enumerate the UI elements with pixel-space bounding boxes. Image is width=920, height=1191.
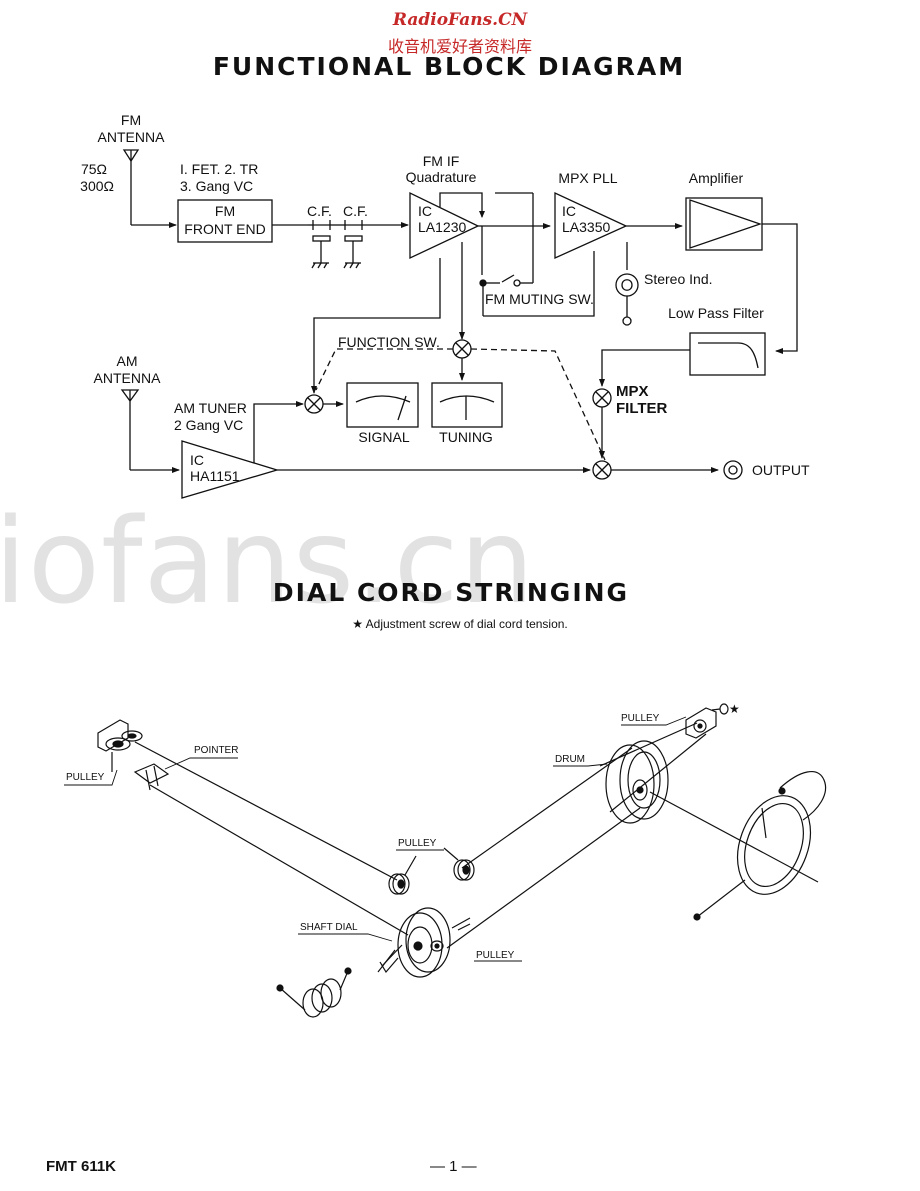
signal-mixer-icon [304, 394, 324, 414]
label-shaft-dial: SHAFT DIAL [300, 922, 358, 933]
quadrature-label: Quadrature [406, 169, 477, 185]
cf-label-1: C.F. [307, 203, 332, 219]
footer-page-number: — 1 — [430, 1158, 477, 1175]
footer-model: FMT 611K [46, 1158, 117, 1175]
drum-icon [605, 740, 669, 824]
low-pass-filter-label: Low Pass Filter [668, 305, 764, 321]
front-end-label-1: FM [215, 203, 235, 219]
ic-la1230-triangle [409, 191, 480, 260]
leader-shaft-dial [298, 933, 393, 942]
amplifier-label: Amplifier [689, 170, 744, 186]
fm-front-end-box [177, 199, 273, 243]
shaft-dial-icon [377, 907, 471, 978]
middle-pulley-right-icon [443, 847, 475, 881]
am-tuner-label-2: 2 Gang VC [174, 417, 243, 433]
mpx-filter-label-1: MPX [616, 383, 649, 400]
amplifier-box [685, 197, 763, 251]
watermark-site-cn: 收音机爱好者资料库 [387, 37, 532, 56]
dial-shaft-line [649, 791, 819, 883]
top-right-pulley-icon [685, 707, 717, 739]
stereo-ind-label: Stereo Ind. [644, 271, 713, 287]
left-pulley-assembly-icon [97, 719, 143, 772]
signal-meter-label: SIGNAL [358, 429, 410, 445]
label-pulley-bottom: PULLEY [476, 950, 515, 961]
middle-pulley-left-icon [388, 855, 417, 895]
dial-cord [149, 784, 409, 936]
dial-cord [461, 747, 633, 869]
dial-scale-icon [693, 771, 827, 921]
leader-pulley-top [621, 716, 687, 726]
ha1151-ic-label: IC [190, 452, 204, 468]
leader-drum [553, 763, 608, 767]
ha1151-part-label: HA1151 [190, 468, 240, 484]
low-pass-filter-box [689, 332, 766, 376]
la1230-part-label: LA1230 [418, 219, 466, 235]
function-sw-label: FUNCTION SW. [338, 334, 440, 350]
mpx-pll-label: MPX PLL [558, 170, 617, 186]
fm-muting-switch-icon [479, 192, 534, 316]
front-end-spec-1: I. FET. 2. TR [180, 161, 258, 177]
label-star: ★ [729, 702, 740, 716]
dial-cord [134, 741, 398, 881]
am-antenna-label-2: ANTENNA [94, 370, 162, 386]
output-mixer-icon [592, 460, 612, 480]
tuning-meter-icon [431, 382, 503, 428]
fm-antenna-label-2: ANTENNA [98, 129, 166, 145]
background-watermark: iofans.cn [0, 492, 536, 630]
fm-if-label: FM IF [423, 153, 460, 169]
dial-cord [599, 722, 698, 767]
block-diagram-title: FUNCTIONAL BLOCK DIAGRAM [212, 52, 686, 81]
tuning-meter-label: TUNING [439, 429, 493, 445]
ic-la3350-triangle [554, 191, 628, 260]
stereo-indicator-lamp-icon [615, 242, 639, 326]
dial-cord [609, 733, 707, 813]
front-end-label-2: FRONT END [184, 221, 265, 237]
dial-cord-note: ★ Adjustment screw of dial cord tension. [352, 617, 568, 631]
fm-antenna-label-1: FM [121, 112, 141, 128]
ceramic-filter-icon [308, 220, 331, 269]
fm-impedance-300: 300Ω [80, 178, 114, 194]
fm-impedance-75: 75Ω [81, 161, 107, 177]
label-pulley-left: PULLEY [66, 772, 105, 783]
la1230-ic-label: IC [418, 203, 432, 219]
ceramic-filter-icon [330, 220, 363, 269]
pointer-icon [133, 763, 170, 791]
tension-spring-icon [276, 967, 352, 1018]
cf-label-2: C.F. [343, 203, 368, 219]
dial-cord [446, 807, 641, 949]
leader-pulley-left [64, 769, 118, 786]
front-end-spec-2: 3. Gang VC [180, 178, 253, 194]
label-drum: DRUM [555, 754, 585, 765]
am-antenna-label-1: AM [117, 353, 138, 369]
fm-muting-sw-label: FM MUTING SW. [485, 291, 594, 307]
la3350-ic-label: IC [562, 203, 576, 219]
output-label: OUTPUT [752, 462, 810, 478]
label-pulley-top-right: PULLEY [621, 713, 660, 724]
label-pulley-middle: PULLEY [398, 838, 437, 849]
output-jack-icon [723, 460, 743, 480]
function-switch-mixer-icon [452, 339, 472, 359]
ic-ha1151-triangle [181, 440, 280, 499]
mpx-filter-mixer-icon [592, 388, 612, 408]
tension-screw-icon [711, 703, 729, 715]
dial-cord-title: DIAL CORD STRINGING [272, 578, 630, 607]
fm-antenna-icon [122, 149, 177, 228]
label-pointer: POINTER [194, 745, 238, 756]
am-antenna-icon [120, 389, 180, 473]
am-tuner-label-1: AM TUNER [174, 400, 247, 416]
signal-meter-icon [346, 382, 419, 428]
leader-pointer [164, 757, 238, 770]
la3350-part-label: LA3350 [562, 219, 610, 235]
watermark-site: RadioFans.CN [392, 10, 528, 30]
mpx-filter-label-2: FILTER [616, 400, 668, 417]
